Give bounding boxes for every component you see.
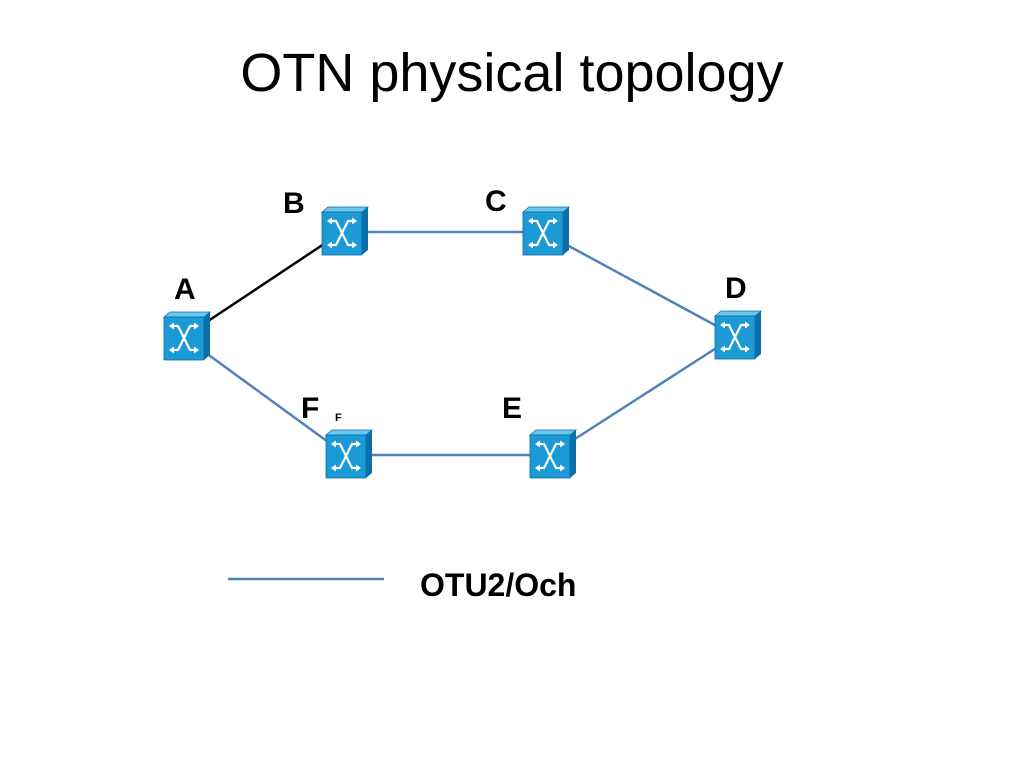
node-label-e: E [502, 392, 522, 425]
slide-title: OTN physical topology [240, 43, 784, 103]
nodes-layer [162, 205, 763, 480]
node-sublabel-f: F [335, 412, 342, 424]
node-label-c: C [485, 185, 507, 218]
optical-switch-icon-b [320, 205, 370, 257]
links-layer [183, 230, 736, 457]
node-label-b: B [283, 187, 305, 220]
link-a-b [183, 230, 343, 339]
node-label-d: D [725, 272, 747, 305]
optical-switch-icon-e [528, 428, 578, 480]
node-label-f: F [301, 392, 319, 425]
optical-switch-icon-f [324, 428, 374, 480]
optical-switch-icon-a [162, 310, 212, 362]
link-f-a [183, 335, 347, 457]
node-label-a: A [174, 273, 196, 306]
link-c-d [542, 230, 736, 338]
optical-switch-icon-c [521, 205, 571, 257]
link-d-e [549, 334, 736, 457]
legend-label: OTU2/Och [420, 567, 576, 603]
optical-switch-icon-d [713, 309, 763, 361]
